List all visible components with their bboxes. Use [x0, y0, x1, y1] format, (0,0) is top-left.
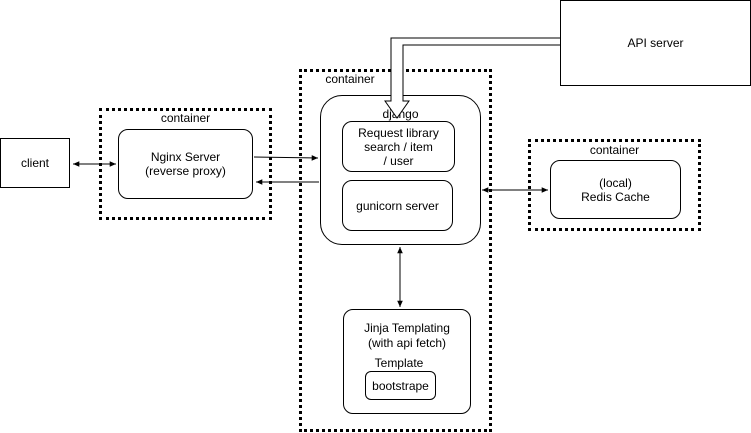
api-server-label: API server	[627, 36, 684, 50]
gunicorn-server-node: gunicorn server	[342, 180, 453, 231]
bootstrape-label: bootstrape	[372, 378, 429, 393]
bootstrape-node: bootstrape	[365, 371, 436, 400]
redis-label-line2: Redis Cache	[581, 189, 650, 204]
request-label-line1: Request library	[358, 125, 439, 140]
nginx-label-line2: (reverse proxy)	[145, 164, 226, 178]
request-label-line3: / user	[383, 153, 414, 168]
request-label-line2: search / item	[364, 139, 433, 154]
nginx-server-node: Nginx Server (reverse proxy)	[118, 129, 253, 199]
client-node: client	[0, 138, 70, 188]
gunicorn-label: gunicorn server	[356, 198, 439, 213]
nginx-label-line1: Nginx Server	[150, 150, 221, 164]
jinja-label-line2: (with api fetch)	[367, 336, 447, 350]
redis-label-line1: (local)	[599, 175, 632, 190]
redis-container	[528, 139, 701, 231]
request-library-node: Request library search / item / user	[342, 121, 455, 172]
jinja-label-line1: Jinja Templating	[364, 321, 450, 335]
template-label: Template	[374, 356, 424, 370]
client-label: client	[20, 156, 49, 170]
redis-container-label: container	[589, 143, 640, 157]
nginx-container-label: container	[160, 111, 211, 125]
django-container-label: container	[325, 72, 375, 86]
api-to-request-arrow	[384, 37, 560, 119]
nginx-to-django-arrow	[253, 155, 319, 161]
redis-cache-node: (local) Redis Cache	[550, 160, 681, 219]
api-server-node: API server	[560, 0, 751, 86]
